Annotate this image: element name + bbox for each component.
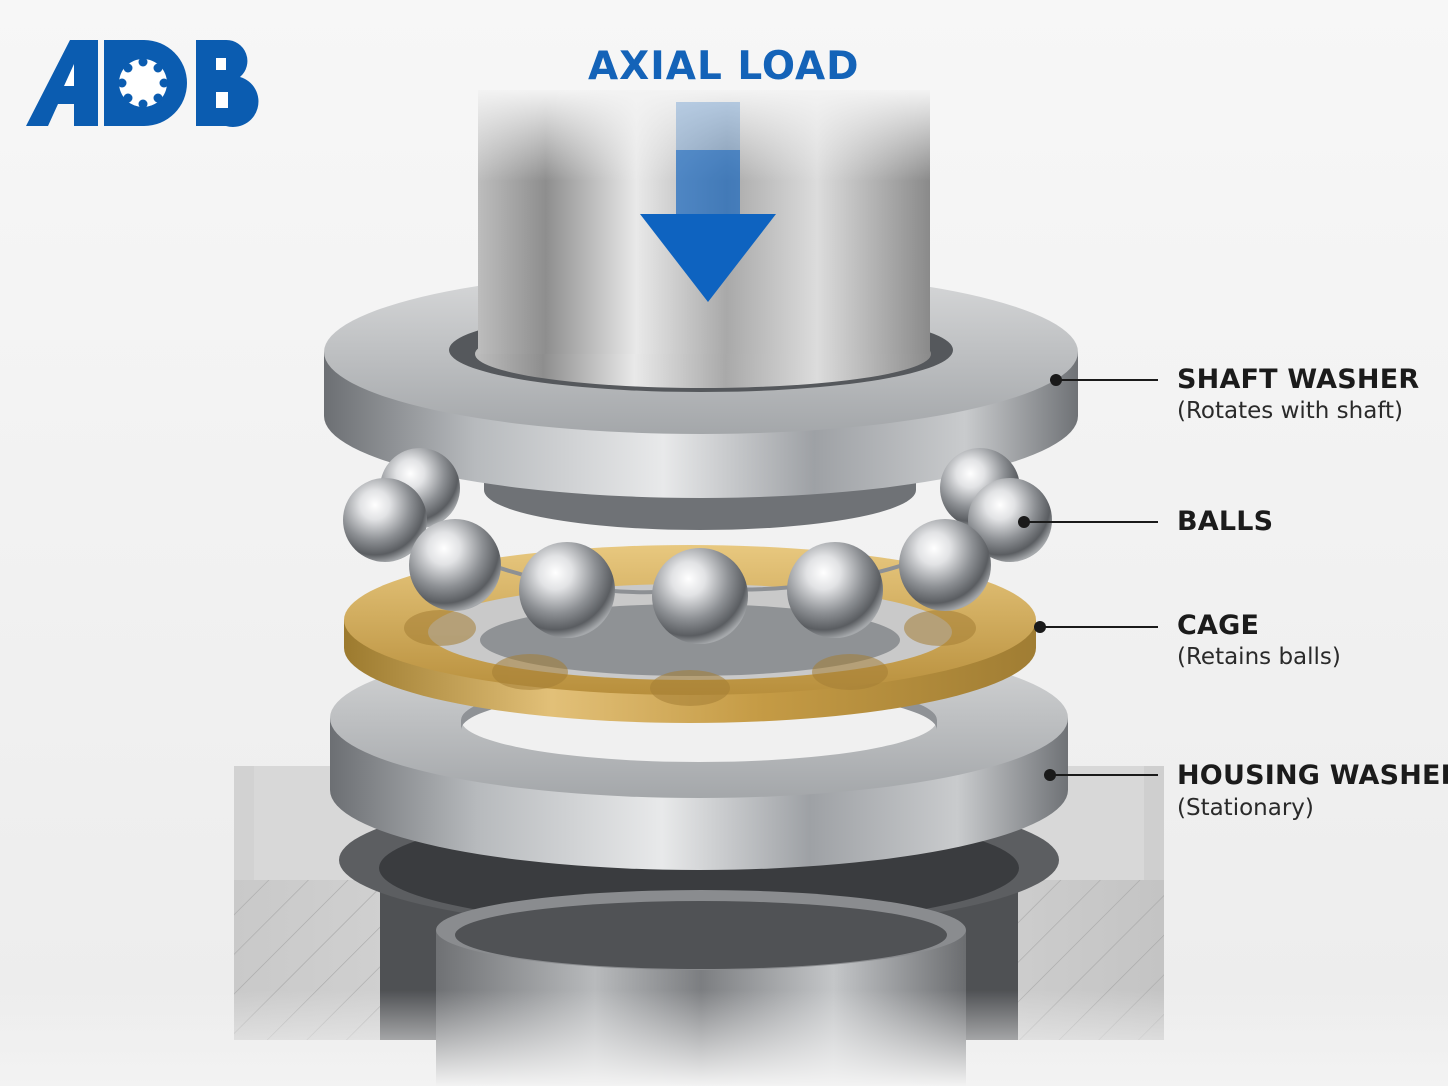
cage-label: CAGE [1177, 610, 1260, 641]
housing-washer-note: (Stationary) [1177, 795, 1314, 821]
balls-label: BALLS [1177, 506, 1274, 537]
axial-load-arrow-icon [640, 102, 776, 302]
ball [409, 519, 501, 611]
housing-washer-label: HOUSING WASHER [1177, 760, 1448, 791]
ball [652, 548, 748, 644]
adb-logo [26, 39, 259, 127]
axial-load-title: AXIAL LOAD [588, 44, 860, 89]
leader-lines [1018, 374, 1158, 781]
shaft-washer [324, 250, 1078, 530]
cage-note: (Retains balls) [1177, 644, 1341, 670]
shaft-washer-note: (Rotates with shaft) [1177, 398, 1404, 424]
shaft-washer-label: SHAFT WASHER [1177, 364, 1420, 395]
ball [343, 478, 427, 562]
ball [968, 478, 1052, 562]
ball [899, 519, 991, 611]
ball [787, 542, 883, 638]
balls [343, 448, 1052, 644]
ball [519, 542, 615, 638]
